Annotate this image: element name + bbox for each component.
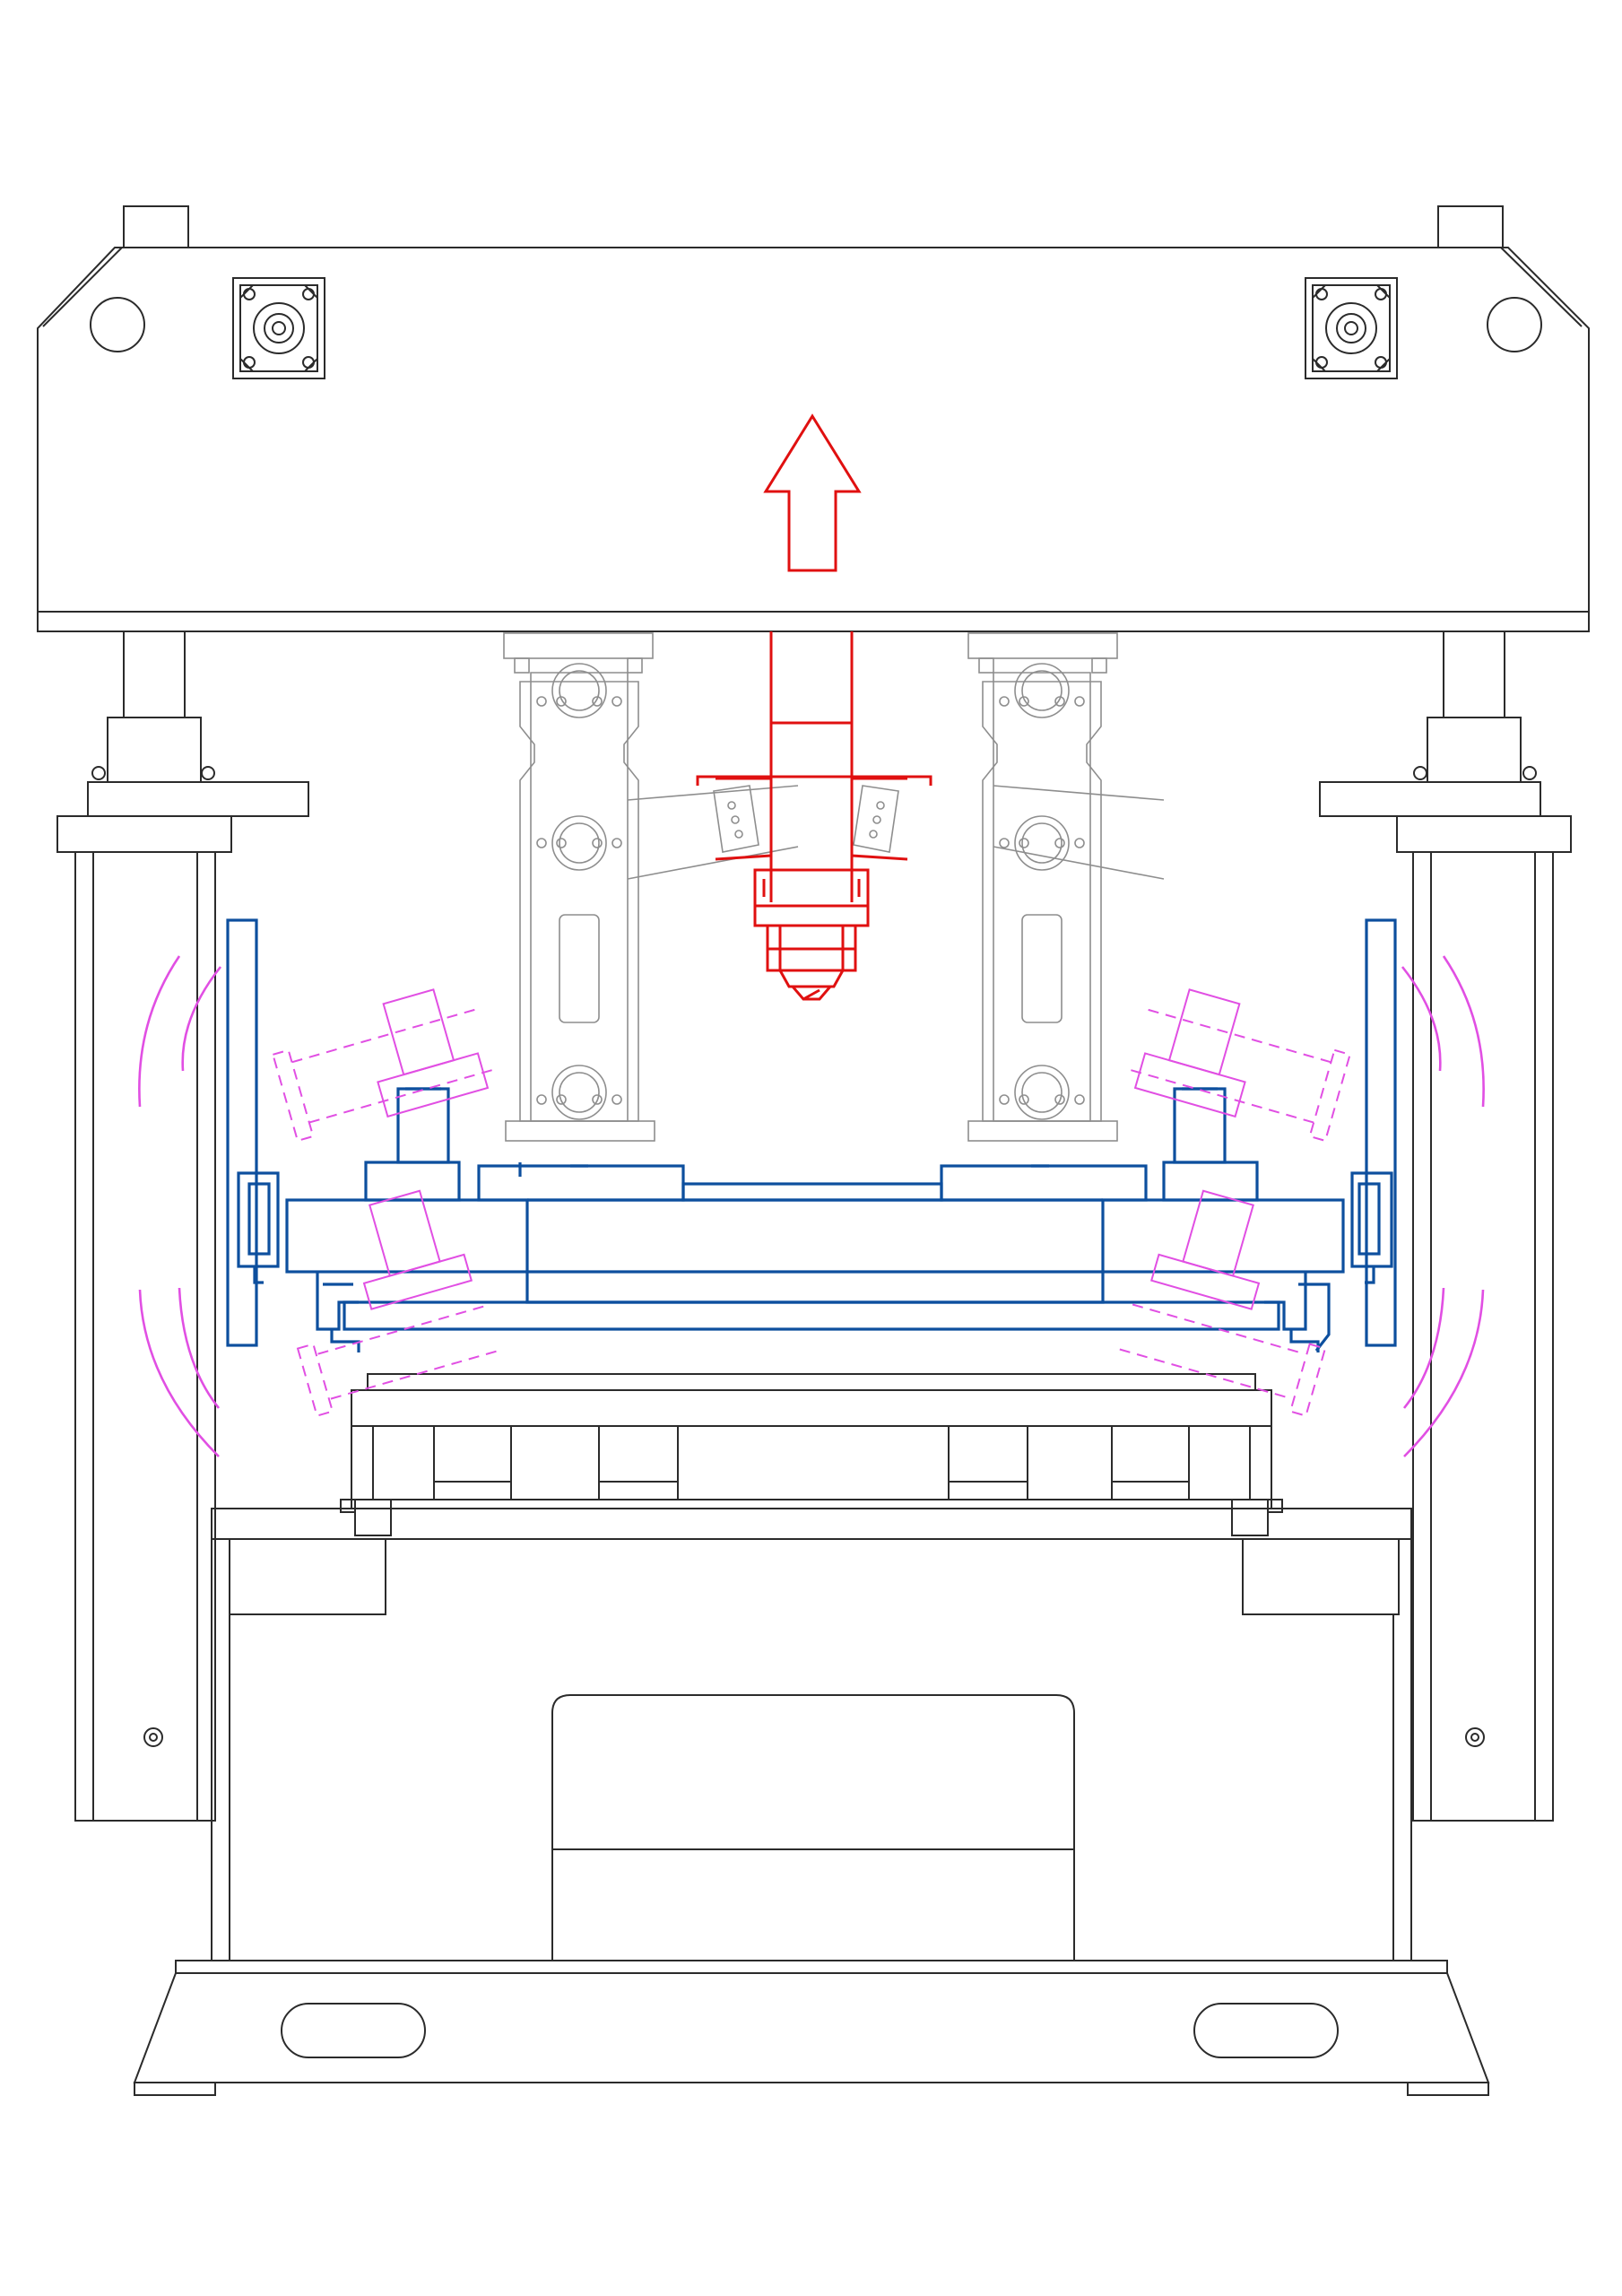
swing-arc-icon <box>138 1289 220 1457</box>
guide-assembly <box>503 632 1165 1142</box>
top-crown <box>37 205 1590 632</box>
bolster <box>340 1373 1283 1536</box>
crown-hole-left <box>90 297 145 352</box>
flange-block-right <box>1305 277 1398 379</box>
swing-arc-icon <box>138 955 181 1108</box>
lower-frame <box>211 1508 1412 1961</box>
swing-arc-icon <box>1401 966 1442 1072</box>
base <box>133 1960 1490 2096</box>
up-arrow-icon <box>763 413 862 572</box>
flange-block-left <box>232 277 325 379</box>
column-left <box>56 631 309 1822</box>
swing-arc-icon <box>1402 1287 1445 1409</box>
column-right <box>1319 631 1572 1822</box>
swing-arc-icon <box>1403 1289 1485 1457</box>
swing-arc-icon <box>1442 955 1485 1108</box>
ram-assembly <box>696 413 932 1001</box>
swing-arc-icon <box>181 966 222 1072</box>
blue-carriage <box>226 918 1397 1352</box>
swing-arc-icon <box>178 1287 221 1409</box>
swing-indicators <box>138 955 1485 1457</box>
crown-hole-right <box>1487 297 1542 352</box>
